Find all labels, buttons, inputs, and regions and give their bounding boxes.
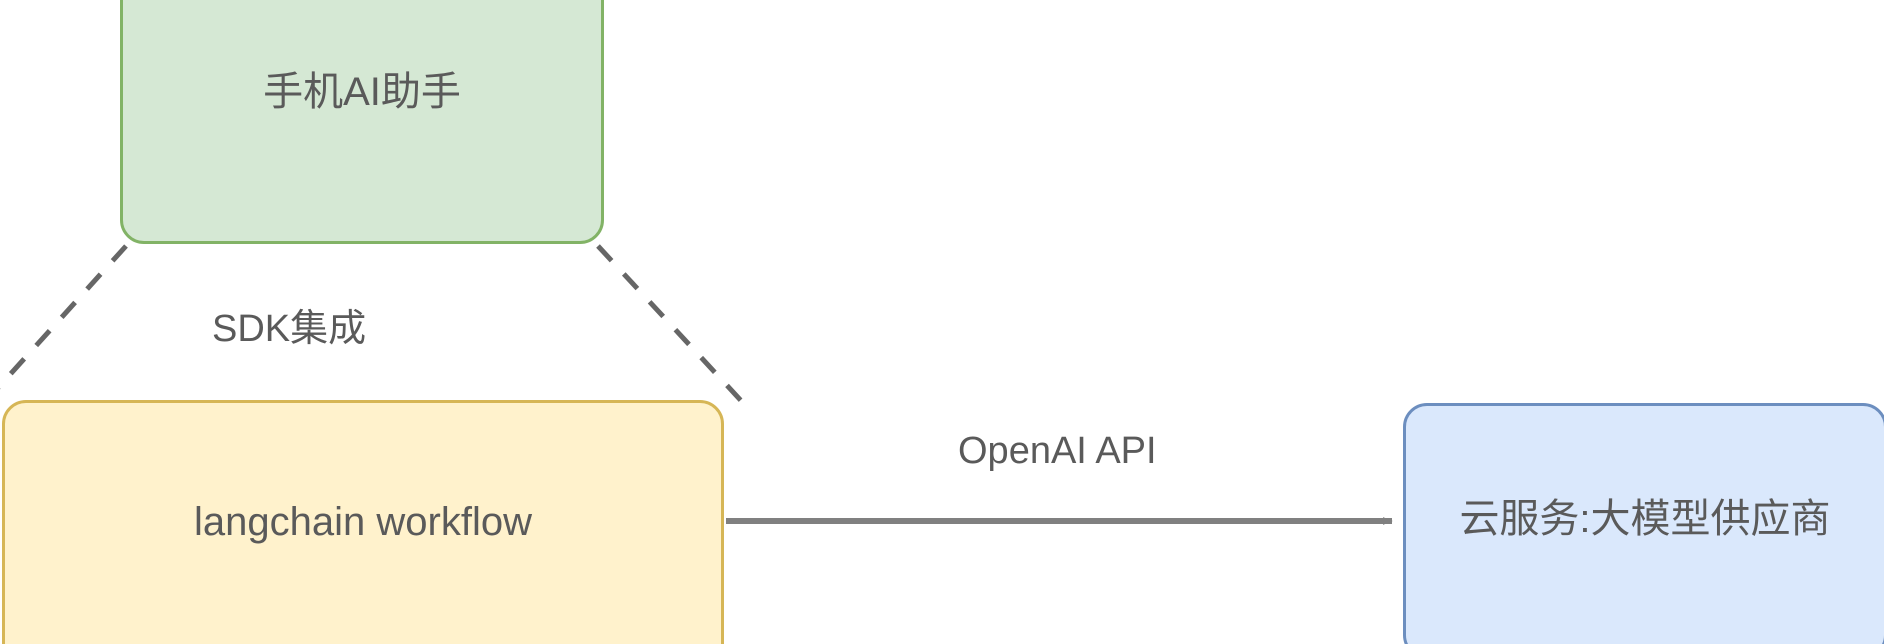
edge-label-sdk-integration: SDK集成 [206, 308, 373, 352]
node-langchain-workflow-label: langchain workflow [194, 500, 532, 544]
node-langchain-workflow[interactable]: langchain workflow [2, 400, 724, 644]
node-mobile-ai-assistant-label: 手机AI助手 [263, 70, 461, 114]
edge-label-openai-api: OpenAI API [952, 430, 1163, 474]
edge-sdk-right-dashed [596, 244, 748, 408]
node-cloud-llm-provider[interactable]: 云服务:大模型供应商 [1403, 403, 1884, 644]
edge-sdk-left-dashed [0, 244, 128, 390]
node-mobile-ai-assistant[interactable]: 手机AI助手 [120, 0, 604, 244]
node-cloud-llm-provider-label: 云服务:大模型供应商 [1459, 497, 1831, 541]
